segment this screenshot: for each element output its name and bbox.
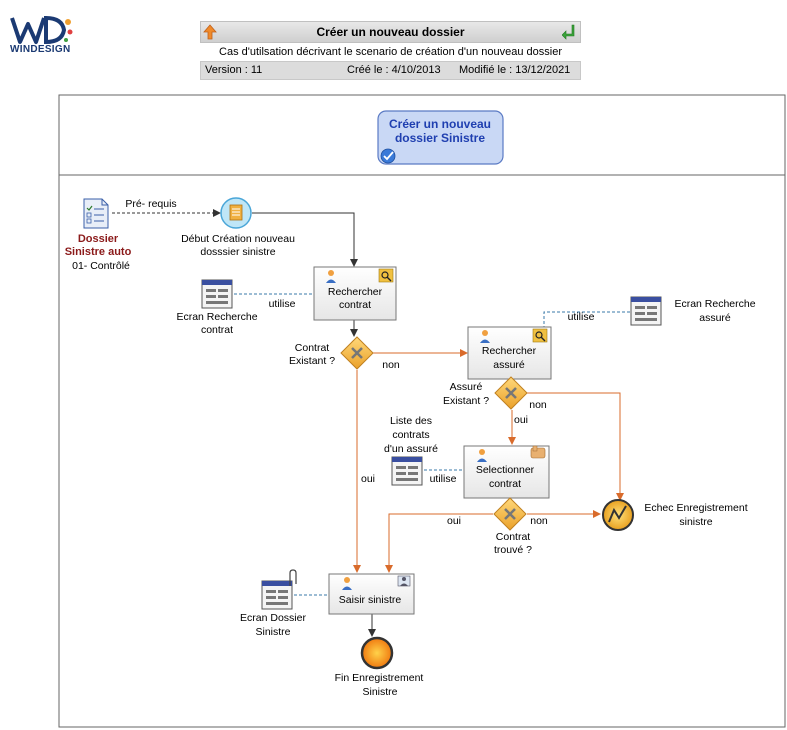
- screen-recherche-contrat-line2: contrat: [201, 324, 233, 336]
- echec-label-line2: sinistre: [679, 516, 712, 528]
- screen-recherche-contrat-line1: Ecran Recherche: [176, 311, 257, 323]
- decision-contrat-trouve-line2: trouvé ?: [494, 544, 532, 556]
- activity-selectionner-contrat[interactable]: Selectionner contrat: [463, 445, 550, 499]
- decision-contrat-existant[interactable]: [340, 336, 374, 370]
- start-label-line2: dosssier sinistre: [200, 246, 275, 258]
- fin-label-line1: Fin Enregistrement: [335, 672, 424, 684]
- liste-label-line3: d'un assuré: [384, 443, 438, 455]
- activity-rechercher-contrat-line1: Rechercher: [328, 286, 383, 298]
- decision-contrat-existant-line2: Existant ?: [289, 355, 335, 367]
- prereq-label: Pré- requis: [125, 198, 176, 210]
- magnifier-icon: [378, 268, 394, 283]
- document-header: Créer un nouveau dossier Cas d'utilsatio…: [200, 21, 581, 80]
- header-description: Cas d'utilsation décrivant le scenario d…: [219, 46, 562, 58]
- screen-icon[interactable]: [261, 580, 293, 610]
- user-icon: [480, 330, 490, 343]
- windesign-logo-mark: [10, 15, 73, 45]
- liste-label-line1: Liste des: [390, 415, 432, 427]
- activity-selectionner-line2: contrat: [489, 478, 521, 490]
- branch-label-oui-2: oui: [514, 414, 528, 426]
- activity-rechercher-assure[interactable]: Rechercher assuré: [467, 326, 552, 380]
- activity-selectionner-line1: Selectionner: [476, 464, 535, 476]
- utilise-label-1: utilise: [269, 298, 296, 310]
- liste-label-line2: contrats: [392, 429, 429, 441]
- activity-rechercher-contrat-line2: contrat: [339, 299, 371, 311]
- utilise-label-2: utilise: [568, 311, 595, 323]
- magnifier-icon: [532, 328, 548, 343]
- use-case-title-line2: dossier Sinistre: [395, 131, 485, 145]
- user-icon: [342, 577, 352, 590]
- header-title-bar: Créer un nouveau dossier: [200, 21, 581, 43]
- branch-label-oui-1: oui: [361, 473, 375, 485]
- paperclip-icon: [289, 569, 297, 586]
- dossier-document-icon[interactable]: [83, 198, 109, 229]
- arrow-return-icon[interactable]: [562, 24, 576, 40]
- screen-dossier-line2: Sinistre: [255, 626, 290, 638]
- user-icon: [326, 270, 336, 283]
- dossier-label-line1: Dossier: [78, 233, 119, 245]
- utilise-link-assure: [543, 311, 630, 331]
- arrow-up-icon[interactable]: [203, 24, 217, 40]
- branch-label-oui-3: oui: [447, 515, 461, 527]
- logo-text: WINDESIGN: [10, 44, 71, 55]
- hand-pointer-icon: [530, 445, 546, 459]
- screen-icon[interactable]: [391, 456, 423, 486]
- fin-end-event[interactable]: [360, 636, 394, 670]
- use-case-box[interactable]: Créer un nouveau dossier Sinistre: [377, 110, 504, 165]
- user-icon: [477, 449, 487, 462]
- diagram-frame: [58, 94, 786, 728]
- checkmark-icon: [380, 148, 396, 164]
- branch-label-non-1: non: [382, 359, 400, 371]
- decision-assure-existant[interactable]: [494, 376, 528, 410]
- flow-trouve-oui-to-saisir: [385, 513, 493, 573]
- screen-recherche-assure-line2: assuré: [699, 312, 731, 324]
- form-user-icon: [397, 575, 411, 587]
- created-label: Créé le : 4/10/2013: [347, 64, 441, 76]
- decision-contrat-trouve-line1: Contrat: [496, 531, 531, 543]
- activity-rechercher-contrat[interactable]: Rechercher contrat: [313, 266, 397, 321]
- activity-saisir-sinistre[interactable]: Saisir sinistre: [328, 573, 415, 615]
- decision-contrat-existant-line1: Contrat: [295, 342, 330, 354]
- use-case-title-line1: Créer un nouveau: [389, 117, 491, 131]
- version-label: Version : 11: [205, 64, 263, 76]
- branch-label-non-2: non: [529, 399, 547, 411]
- decision-assure-existant-line2: Existant ?: [443, 395, 489, 407]
- utilise-label-3: utilise: [430, 473, 457, 485]
- screen-icon[interactable]: [201, 279, 233, 309]
- dossier-state-label: 01- Contrôlé: [72, 260, 130, 272]
- echec-end-event[interactable]: [602, 499, 634, 531]
- screen-icon[interactable]: [630, 296, 662, 326]
- activity-rechercher-assure-line1: Rechercher: [482, 345, 537, 357]
- start-label-line1: Début Création nouveau: [181, 233, 295, 245]
- echec-label-line1: Echec Enregistrement: [644, 502, 747, 514]
- page-title: Créer un nouveau dossier: [316, 25, 465, 39]
- flow-assure-non-to-echec: [527, 392, 624, 501]
- screen-recherche-assure-line1: Ecran Recherche: [674, 298, 755, 310]
- activity-rechercher-assure-line2: assuré: [493, 359, 525, 371]
- flow-start-to-rechercher-contrat: [252, 212, 358, 267]
- decision-assure-existant-line1: Assuré: [450, 381, 483, 393]
- activity-saisir-sinistre-label: Saisir sinistre: [339, 594, 402, 606]
- fin-label-line2: Sinistre: [362, 686, 397, 698]
- header-meta-bar: Version : 11 Créé le : 4/10/2013 Modifié…: [200, 61, 581, 80]
- screen-dossier-line1: Ecran Dossier: [240, 612, 306, 624]
- modified-label: Modifié le : 13/12/2021: [459, 64, 571, 76]
- branch-label-non-3: non: [530, 515, 548, 527]
- start-event-icon[interactable]: [220, 197, 252, 229]
- dossier-label-line2: Sinistre auto: [65, 246, 132, 258]
- decision-contrat-trouve[interactable]: [493, 497, 527, 531]
